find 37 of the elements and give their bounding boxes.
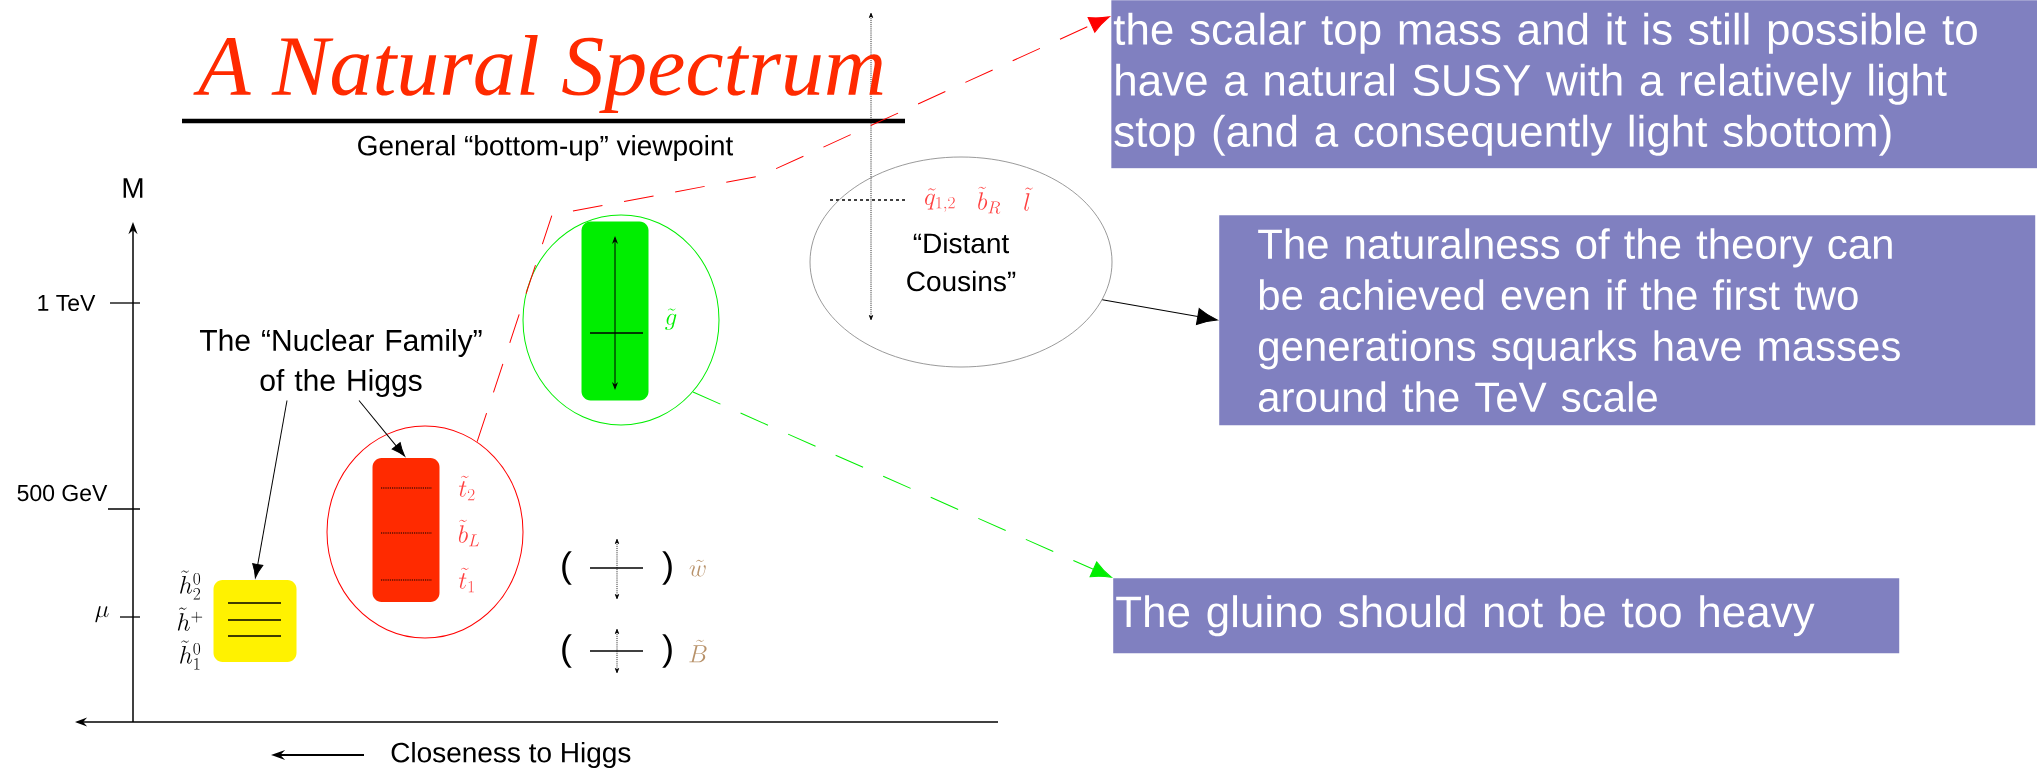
particle-symbol: $\tilde{t}_1$ [458, 567, 474, 593]
arrow [476, 16, 1110, 443]
arrow [252, 400, 288, 579]
tick-label: 500 GeV [17, 484, 108, 502]
particle-symbol: $\tilde{h}^0_1$ [180, 640, 201, 670]
particle-symbol: $\tilde{b}_L$ [458, 519, 480, 547]
arrow [1101, 299, 1218, 325]
axis-caption: Closeness to Higgs [391, 741, 631, 769]
arrow [358, 400, 406, 457]
parenthesis: ( [562, 634, 572, 668]
group-label: The “Nuclear Family” of the Higgs [200, 329, 482, 397]
parenthesis: ) [662, 634, 672, 668]
particle-symbol: $\tilde{b}_R$ [978, 186, 1001, 214]
circle-outline [522, 214, 720, 426]
particle-symbol: $\tilde{w}$ [689, 559, 706, 577]
parenthesis: ( [562, 551, 572, 585]
particle-symbol: $\tilde{h}^0_2$ [180, 570, 201, 600]
mass-bar [581, 221, 649, 401]
text-box: The naturalness of the theory can be achieved even if the first two generations squarks have masses around the TeV scale [1219, 215, 2036, 426]
arrow [692, 391, 1112, 578]
particle-symbol: $\tilde{l}$ [1024, 187, 1033, 211]
mass-bar [213, 580, 297, 662]
text-box: The gluino should not be too heavy [1113, 578, 1900, 654]
particle-symbol: $\tilde{B}$ [689, 639, 707, 663]
particle-symbol: $\tilde{h}^+$ [177, 607, 203, 631]
circle-outline [326, 425, 524, 639]
axis-label: M [123, 178, 143, 198]
text-box: the scalar top mass and it is still possible to have a natural SUSY with a relatively light stop (and a consequently light sbottom) [1111, 0, 2037, 169]
particle-symbol: $\tilde{g}$ [665, 308, 677, 330]
tick-label: 1 TeV [38, 295, 96, 311]
tick-label: $\mu$ [95, 606, 109, 623]
particle-symbol: $\tilde{t}_2$ [458, 475, 475, 501]
title: A Natural Spectrum [193, 35, 883, 113]
particle-symbol: $\tilde{q}_{1,2}$ [925, 188, 955, 212]
parenthesis: ) [662, 551, 672, 585]
mass-bar [372, 458, 440, 602]
subtitle: General “bottom-up” viewpoint [358, 134, 734, 162]
